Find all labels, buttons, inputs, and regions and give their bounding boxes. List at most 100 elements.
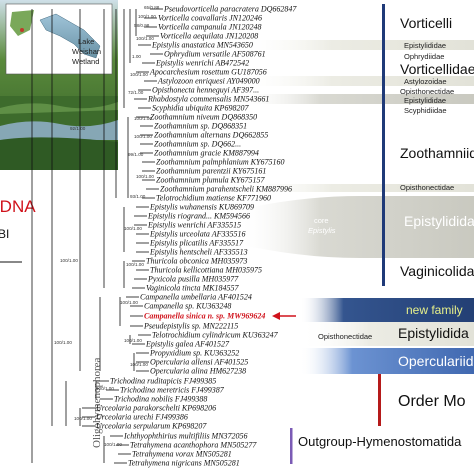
label-opisthonectidae-3: Opisthonectidae [318, 332, 372, 341]
taxon-label: Zoothamnium alternans DQ662855 [154, 131, 268, 140]
support-value: 65/0.88 [144, 5, 160, 10]
support-value: 92/1.00 [70, 126, 86, 131]
taxon-label: Zoothamnium parentzii KY675161 [156, 167, 266, 176]
taxon-label: Epistylis galea AF401527 [145, 340, 230, 349]
support-value: 93/1.00 [130, 194, 146, 199]
taxon-label: Opisthonecta henneguyi AF397... [152, 86, 259, 95]
taxon-label: Vorticella aequilata JN120208 [160, 32, 258, 41]
bi-label: BI [0, 227, 9, 241]
support-value: 72/1.00 [128, 90, 144, 95]
taxon-label: Epistylis plicatilis AF335517 [149, 239, 244, 248]
taxon-label: Pseudepistylis sp. MN222115 [143, 322, 238, 331]
taxon-label: Thuricola kellicottiana MH035975 [150, 266, 262, 275]
taxon-label: Trichodina ruditapicis FJ499385 [110, 377, 216, 386]
label-vorticellidae-2: Vorticellidae [400, 61, 474, 77]
taxon-labels: Pseudovorticella paracratera DQ662847Vor… [96, 5, 297, 468]
taxon-label: Thuricola obconica MH035973 [146, 257, 247, 266]
label-ophrydiidae: Ophrydiidae [404, 52, 444, 61]
taxon-label: Ophrydium versatile AF508761 [164, 50, 266, 59]
taxon-label: Trichodina nobilis FJ499388 [114, 395, 207, 404]
taxon-label: Scyphidia ubiquita KP698207 [152, 104, 249, 113]
label-epistylididae-core: Epistylidida [404, 213, 474, 229]
wetland-photo-inset: Lake Weishan Wetland [0, 0, 118, 170]
taxon-label: Zoothamnium palmphlanium KY675160 [156, 158, 284, 167]
taxon-label: Opercularia alina HM627238 [150, 367, 246, 376]
taxon-label: Tetrahymena vorax MN505281 [132, 450, 232, 459]
taxon-label: Urceolaria urechi FJ499386 [96, 413, 188, 422]
taxon-label: Tetrahymena nigricans MN505281 [128, 459, 240, 468]
label-epistylididae-3: Epistylidida [398, 325, 469, 341]
taxon-label: Epistylis wenrichi AB472542 [155, 59, 249, 68]
label-astylozoidae: Astylozoidae [404, 77, 447, 86]
taxon-label: Urceolaria serpularum KP698207 [96, 422, 207, 431]
support-value: 100/1.00 [60, 258, 78, 263]
taxon-label: Epistylis hentscheli AF335513 [149, 248, 248, 257]
label-core: core [314, 216, 329, 225]
bar-outgroup [290, 428, 293, 464]
class-label: Oligohymenophorea [91, 357, 103, 448]
rdna-label: rDNA [0, 197, 36, 216]
taxon-label-new-species: Campanella sinica n. sp. MW969624 [144, 312, 265, 321]
label-scyphidiidae: Scyphidiidae [404, 106, 447, 115]
band-epistylididae-1 [238, 40, 474, 50]
taxon-label: Telotrochidium cylindricum KU363247 [152, 331, 279, 340]
taxon-label: Propyxidium sp. KU363252 [149, 349, 239, 358]
map-label-line-3: Wetland [72, 57, 99, 66]
band-astylozoidae [238, 76, 474, 86]
taxon-label: Campanella umbellaria AF401524 [140, 293, 252, 302]
tree-branches [31, 8, 163, 464]
label-vaginicolidae: Vaginicolida [400, 263, 474, 279]
label-opisthonectidae-2: Opisthonectidae [400, 183, 454, 192]
taxon-label: Tetrahymena acanthophora MN505277 [130, 441, 257, 450]
support-values: 65/0.88 100/1.00 58/0.98 100/1.00 1.00 100/1.… [54, 5, 160, 447]
label-outgroup: Outgroup-Hymenostomatida [298, 434, 462, 449]
band-epistylididae-3 [300, 322, 474, 346]
taxon-label: Urceolaria parakorschelti KP698206 [96, 404, 216, 413]
land-patch [10, 10, 34, 36]
map-label-line-1: Lake [78, 37, 94, 46]
taxon-label: Zoothamnium parahentscheli KM887996 [160, 185, 292, 194]
taxon-label: Epistylis riogrand... KM594566 [147, 212, 250, 221]
support-value: 100/1.00 [104, 442, 122, 447]
taxon-label: Zoothamnium plumula KY675157 [156, 176, 265, 185]
support-value: 100/1.00 [124, 338, 142, 343]
support-value: 58/0.98 [134, 23, 150, 28]
group-bars [290, 4, 385, 464]
support-value: 100/1.00 [126, 262, 144, 267]
taxon-label: Epistylis anastatica MN543650 [151, 41, 253, 50]
support-value: 100/1.00 [134, 116, 152, 121]
support-value: 100/1.00 [130, 362, 148, 367]
taxon-label: Vorticella coavallaris JN120246 [158, 14, 262, 23]
support-value: 100/1.00 [120, 300, 138, 305]
taxon-label: Campanella sp. KU363248 [144, 302, 231, 311]
group-bands [238, 40, 474, 374]
new-species-arrow [272, 312, 296, 320]
taxon-label: Astylozoon enriquesi AY049000 [157, 77, 260, 86]
taxon-label: Pseudovorticella paracratera DQ662847 [163, 5, 297, 14]
support-value: 100/1.00 [96, 386, 114, 391]
taxon-label: Apocarchesium rosettum GU187056 [149, 68, 267, 77]
support-value: 1.00 [132, 54, 141, 59]
taxon-label: Zoothamnium sp. DQ868351 [154, 122, 247, 131]
label-opisthonectidae-1: Opisthonectidae [400, 87, 454, 96]
taxon-label: Trichodina meretricis FJ499387 [120, 386, 225, 395]
taxon-label: Zoothamnium gracie KM887994 [154, 149, 259, 158]
support-value: 100/1.00 [136, 174, 154, 179]
support-value: 100/1.00 [124, 226, 142, 231]
label-zoothamniidae: Zoothamniida [400, 145, 474, 161]
taxon-label: Rhabdostyla commensalis MN543661 [147, 95, 269, 104]
label-epistylididae-2: Epistylididae [404, 96, 446, 105]
support-value: 100/1.00 [74, 416, 92, 421]
taxon-label: Epistylis wenrichi AF335515 [147, 221, 241, 230]
taxon-label: Zoothamnium niveum DQ868350 [150, 113, 257, 122]
label-order: Order Mo [398, 393, 466, 410]
band-opisthonectidae-2 [238, 184, 474, 192]
label-vorticellidae-top: Vorticelli [400, 15, 452, 31]
bar-order [378, 374, 381, 426]
taxon-label: Epistylis wuhanensis KU869709 [149, 203, 254, 212]
label-core-genus: Epistylis [308, 226, 336, 235]
support-value: 100/1.00 [138, 14, 156, 19]
support-value: 100/1.00 [136, 36, 154, 41]
map-label-line-2: Weishan [72, 47, 101, 56]
